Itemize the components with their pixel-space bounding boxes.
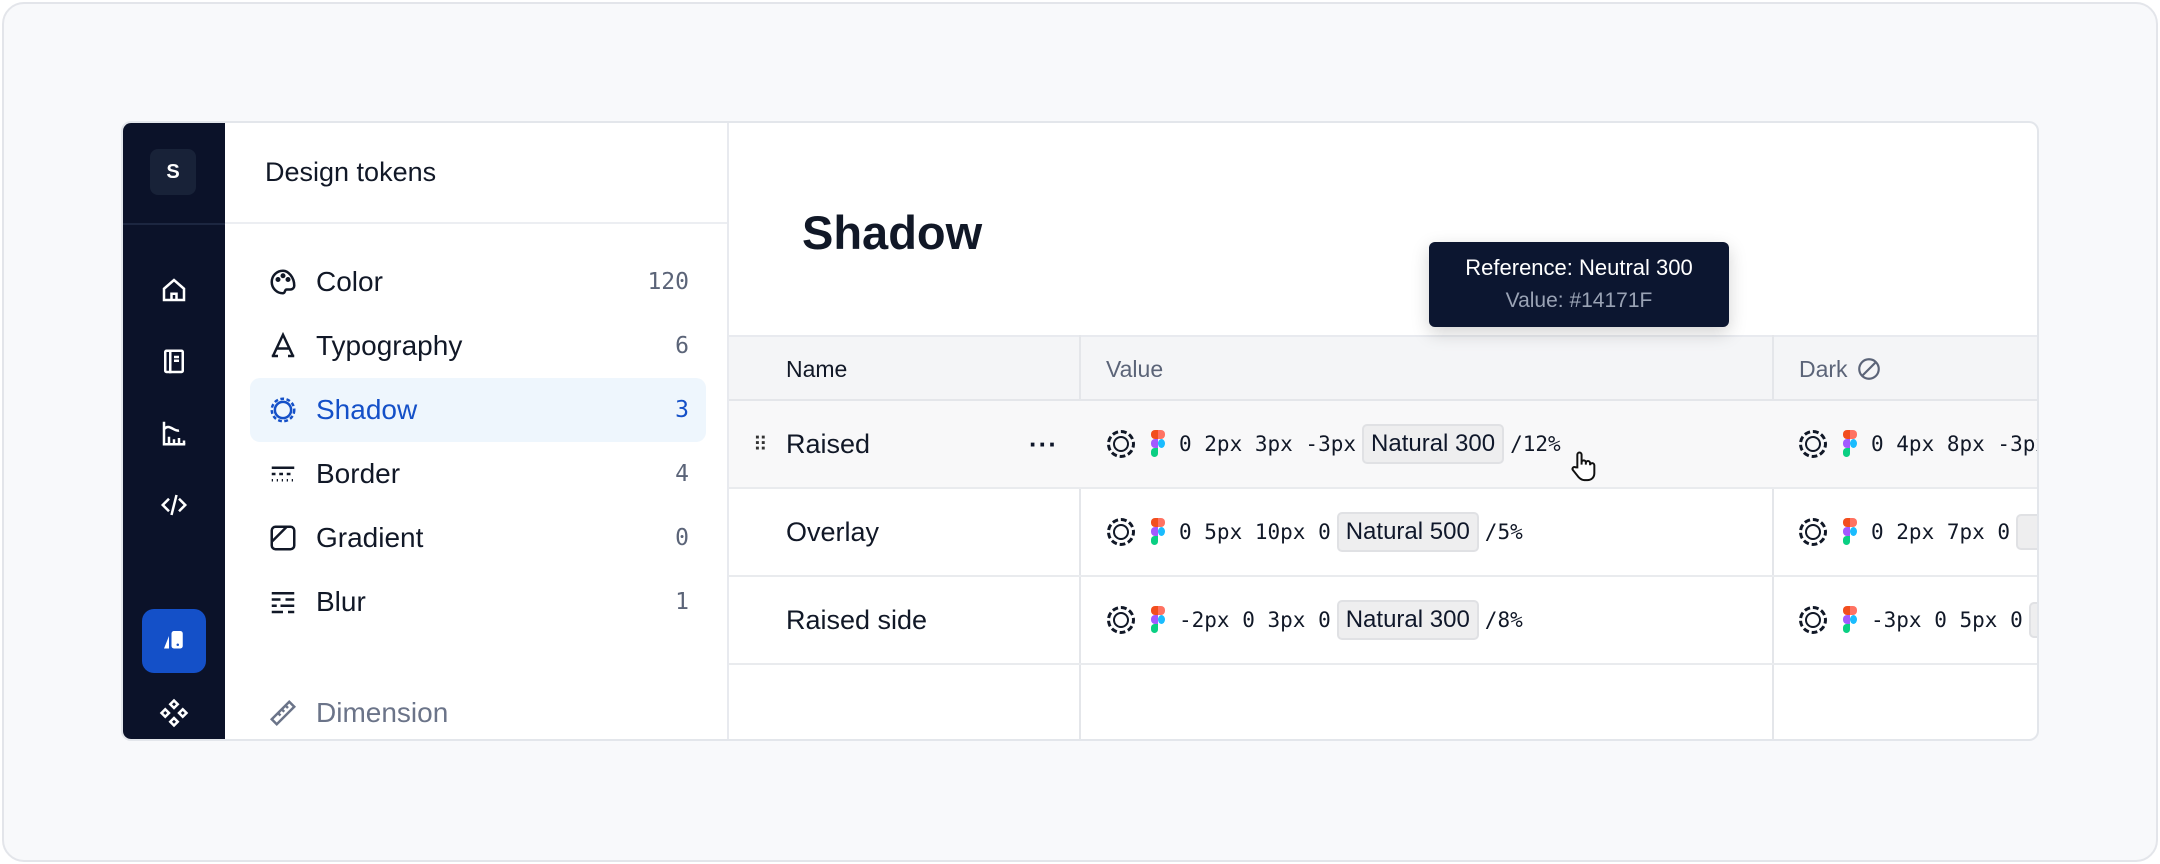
shadow-icon [1799, 606, 1827, 634]
components-icon[interactable] [154, 693, 194, 733]
column-header-dark[interactable]: Dark [1799, 337, 1882, 401]
main-content: Shadow Name Value Dark ⠿ Raised ··· 0 2px 3… [729, 123, 2037, 739]
column-divider [1772, 335, 1774, 739]
color-reference-chip[interactable]: Natural 300 [1336, 600, 1479, 640]
shadow-icon [1799, 430, 1827, 458]
column-divider [1079, 335, 1081, 739]
category-label: Dimension [316, 697, 449, 728]
reference-tooltip: Reference: Neutral 300 Value: #14171F [1429, 242, 1729, 327]
chart-icon[interactable] [154, 413, 194, 453]
shadow-alpha: /8% [1484, 608, 1523, 632]
token-name: Raised [786, 428, 871, 459]
more-options-icon[interactable]: ··· [1029, 428, 1058, 459]
divider [123, 223, 225, 225]
shadow-icon [1107, 606, 1135, 634]
book-icon[interactable] [154, 342, 194, 382]
color-reference-chip[interactable]: Natural 300 [1362, 424, 1505, 464]
shadow-alpha: /5% [1484, 520, 1523, 544]
table-header: Name Value Dark [729, 335, 2037, 401]
figma-icon [1151, 606, 1165, 634]
shadow-offsets: -3px 0 5px 0 [1871, 608, 2023, 632]
token-category-border[interactable]: Border 4 [250, 442, 706, 506]
color-reference-chip[interactable] [2016, 514, 2037, 550]
dark-label: Dark [1799, 355, 1848, 382]
column-header-value[interactable]: Value [1106, 355, 1164, 382]
dark-cell[interactable]: 0 4px 8px -3px [1799, 401, 2039, 487]
shadow-offsets: 0 2px 3px -3px [1179, 432, 1357, 456]
figma-icon [1843, 430, 1857, 458]
shadow-icon [267, 394, 299, 426]
page-title: Shadow [802, 206, 983, 259]
palette-icon [267, 266, 299, 298]
category-count: 120 [647, 269, 689, 295]
category-label: Shadow [316, 394, 418, 425]
figma-icon [1151, 518, 1165, 546]
token-category-color[interactable]: Color 120 [250, 250, 706, 314]
shadow-offsets: 0 5px 10px 0 [1179, 520, 1331, 544]
panel-title: Design tokens [265, 157, 437, 187]
shadow-icon [1107, 430, 1135, 458]
dark-cell[interactable]: -3px 0 5px 0 [1799, 577, 2037, 663]
category-count: 6 [675, 333, 689, 359]
category-label: Gradient [316, 522, 424, 553]
drag-handle-icon[interactable]: ⠿ [753, 434, 768, 456]
gradient-icon [267, 522, 299, 554]
token-name: Raised side [786, 604, 928, 635]
ruler-icon [267, 697, 299, 729]
category-count: 0 [675, 525, 689, 551]
figma-icon [1843, 518, 1857, 546]
category-count: 3 [675, 397, 689, 423]
shadow-offsets: -2px 0 3px 0 [1179, 608, 1331, 632]
tokens-icon[interactable] [142, 609, 206, 673]
figma-icon [1843, 606, 1857, 634]
dark-cell[interactable]: 0 2px 7px 0 [1799, 489, 2037, 575]
shadow-offsets: 0 4px 8px -3px [1871, 432, 2039, 456]
token-category-blur[interactable]: Blur 1 [250, 570, 706, 634]
token-name: Overlay [786, 516, 880, 547]
column-header-name[interactable]: Name [786, 355, 848, 382]
app-window: S Design tokens Color 120 Typography 6 S… [121, 121, 2039, 741]
category-label: Blur [316, 586, 366, 617]
category-label: Typography [316, 330, 463, 361]
figma-icon [1151, 430, 1165, 458]
shadow-icon [1107, 518, 1135, 546]
token-category-shadow[interactable]: Shadow 3 [250, 378, 706, 442]
color-reference-chip[interactable]: Natural 500 [1336, 512, 1479, 552]
home-icon[interactable] [154, 270, 194, 310]
category-count: 4 [675, 461, 689, 487]
tooltip-reference: Reference: Neutral 300 [1465, 255, 1693, 280]
link-icon [1857, 358, 1880, 380]
blur-icon [267, 586, 299, 618]
hand-cursor-icon [1571, 451, 1596, 482]
shadow-icon [1799, 518, 1827, 546]
shadow-offsets: 0 2px 7px 0 [1871, 520, 2011, 544]
category-label: Color [316, 266, 383, 297]
category-count: 1 [675, 589, 689, 615]
workspace-avatar[interactable]: S [150, 149, 196, 195]
token-category-dimension[interactable]: Dimension [250, 681, 706, 739]
nav-rail: S [123, 123, 225, 739]
typography-icon [267, 330, 299, 362]
tokens-panel: Design tokens Color 120 Typography 6 Sha… [225, 123, 729, 739]
border-icon [267, 458, 299, 490]
shadow-alpha: /12% [1510, 432, 1561, 456]
code-icon[interactable] [154, 485, 194, 525]
token-category-typography[interactable]: Typography 6 [250, 314, 706, 378]
tooltip-value: Value: #14171F [1505, 289, 1653, 312]
token-category-gradient[interactable]: Gradient 0 [250, 506, 706, 570]
color-reference-chip[interactable] [2028, 602, 2037, 638]
category-label: Border [316, 458, 401, 489]
divider [225, 222, 727, 224]
